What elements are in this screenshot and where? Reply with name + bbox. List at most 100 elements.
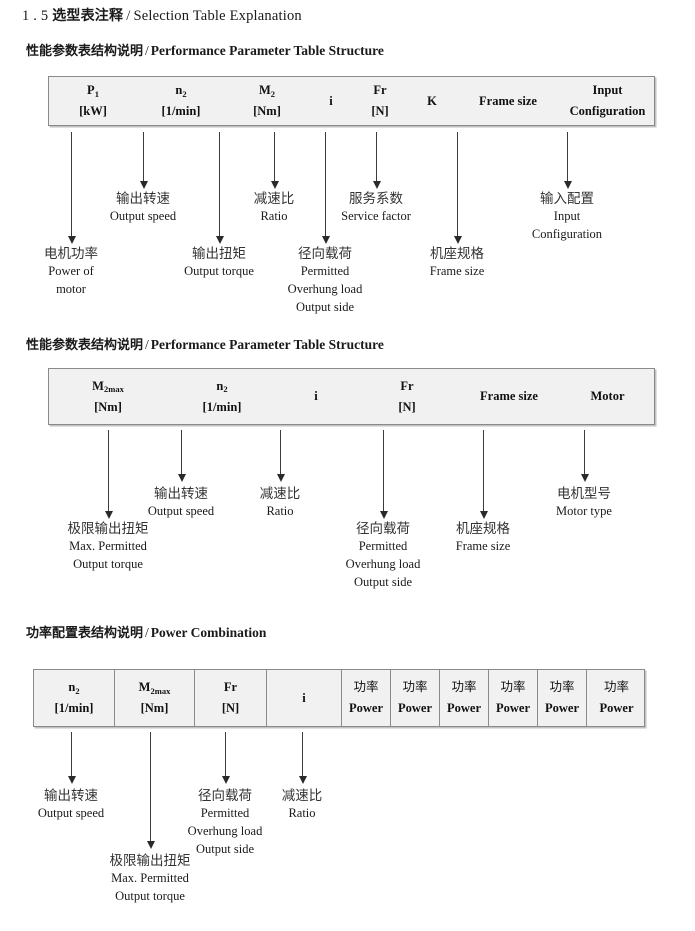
table1-col-p1: P1 [kW] xyxy=(49,77,137,125)
table3-col-power-3-en: Power xyxy=(446,701,481,715)
table3-col-power-1-cn: 功率 xyxy=(353,679,379,695)
callout-output-speed-3: 输出转速 Output speed xyxy=(38,787,104,823)
table2-col-fr-symbol: Fr xyxy=(400,378,414,393)
table2-col-fr: Fr [N] xyxy=(355,369,459,424)
callout-max-permitted-torque-3-en-2: Output torque xyxy=(115,888,185,903)
section2-heading-english: Performance Parameter Table Structure xyxy=(150,337,384,352)
table1-col-i-symbol: i xyxy=(329,93,333,108)
callout-ratio-2: 减速比 Ratio xyxy=(260,485,301,521)
table1-col-m2-unit: [Nm] xyxy=(253,104,281,118)
table2-col-motor: Motor xyxy=(559,369,656,424)
table3-col-power-6: 功率 Power xyxy=(586,670,646,726)
callout-overhung-load-3-cn: 径向载荷 xyxy=(197,788,252,804)
callout-output-torque-en: Output torque xyxy=(184,264,254,279)
callout-output-speed-1: 输出转速 Output speed xyxy=(110,190,176,226)
callout-max-permitted-torque-2-en-2: Output torque xyxy=(73,556,143,571)
table1-col-k: K xyxy=(407,77,457,125)
arrow-to-overhung-load-3 xyxy=(221,732,230,784)
callout-ratio-1-cn: 减速比 xyxy=(253,191,295,207)
title-number: 1 . 5 xyxy=(22,8,49,24)
callout-output-speed-3-en: Output speed xyxy=(37,806,105,821)
table3-col-n2: n2 [1/min] xyxy=(34,670,114,726)
table3-col-fr-unit: [N] xyxy=(221,701,240,715)
table1-col-input-label: Input xyxy=(592,83,623,98)
callout-ratio-1-en: Ratio xyxy=(260,209,288,224)
callout-max-permitted-torque-2-en-1: Max. Permitted xyxy=(69,539,147,554)
callout-frame-size-2-cn: 机座规格 xyxy=(456,521,510,537)
table2-col-fr-unit: [N] xyxy=(398,399,416,414)
callout-power-of-motor-en-2: motor xyxy=(56,281,86,296)
callout-frame-size-2: 机座规格 Frame size xyxy=(456,520,511,556)
callout-ratio-2-en: Ratio xyxy=(266,504,294,519)
section2-heading-separator: / xyxy=(145,337,149,352)
table3-col-power-3-cn: 功率 xyxy=(451,679,477,695)
table3-col-power-1: 功率 Power xyxy=(341,670,390,726)
table2-col-n2-symbol: n2 xyxy=(216,378,228,395)
callout-ratio-3: 减速比 Ratio xyxy=(282,787,323,823)
callout-overhung-load-1-cn: 径向载荷 xyxy=(297,246,352,262)
arrow-to-output-speed xyxy=(139,132,148,189)
arrow-to-ratio-3 xyxy=(298,732,307,784)
arrow-to-output-speed-2 xyxy=(177,430,186,482)
callout-overhung-load-1-en-2: Overhung load xyxy=(287,281,363,296)
arrow-to-motor-type xyxy=(580,430,589,482)
page-title: 1 . 5 选型表注释/Selection Table Explanation xyxy=(22,5,302,25)
callout-motor-type: 电机型号 Motor type xyxy=(556,485,612,521)
callout-output-torque: 输出扭矩 Output torque xyxy=(184,245,254,281)
callout-input-configuration-cn: 输入配置 xyxy=(539,191,594,207)
callout-overhung-load-2: 径向载荷 Permitted Overhung load Output side xyxy=(346,520,421,591)
callout-max-permitted-torque-3-en-1: Max. Permitted xyxy=(111,871,189,886)
callout-overhung-load-2-cn: 径向载荷 xyxy=(355,521,410,537)
arrow-to-overhung-load xyxy=(321,132,330,244)
callout-max-permitted-torque-2: 极限输出扭矩 Max. Permitted Output torque xyxy=(68,520,149,574)
callout-overhung-load-2-en-1: Permitted xyxy=(358,539,408,554)
title-english: Selection Table Explanation xyxy=(133,8,302,24)
table3-col-i: i xyxy=(266,670,341,726)
table1-col-i: i xyxy=(309,77,353,125)
callout-frame-size-2-en: Frame size xyxy=(455,539,511,554)
table3-col-power-4-en: Power xyxy=(495,701,530,715)
table2-col-frame-size: Frame size xyxy=(459,369,559,424)
table2-col-i-symbol: i xyxy=(314,389,318,404)
callout-frame-size-1-cn: 机座规格 xyxy=(430,246,484,262)
callout-max-permitted-torque-3: 极限输出扭矩 Max. Permitted Output torque xyxy=(110,852,191,906)
table1-col-fr: Fr [N] xyxy=(353,77,407,125)
callout-ratio-3-en: Ratio xyxy=(288,806,316,821)
table1-col-n2: n2 [1/min] xyxy=(137,77,225,125)
table2-col-m2max-symbol: M2max xyxy=(92,378,124,395)
section-heading-power-combination: 功率配置表结构说明/Power Combination xyxy=(26,622,266,641)
title-chinese: 选型表注释 xyxy=(52,8,124,24)
section-heading-chinese: 性能参数表结构说明 xyxy=(26,44,144,59)
callout-frame-size-1: 机座规格 Frame size xyxy=(430,245,485,281)
arrow-to-ratio-2 xyxy=(276,430,285,482)
section3-heading-english: Power Combination xyxy=(150,625,267,640)
table1-col-frame-size-label: Frame size xyxy=(479,93,537,108)
callout-overhung-load-2-en-3: Output side xyxy=(354,574,412,589)
power-combination-table: n2 [1/min] M2max [Nm] Fr [N] i 功率 Power … xyxy=(33,669,645,727)
section3-heading-separator: / xyxy=(145,625,149,640)
callout-service-factor-cn: 服务系数 xyxy=(348,191,403,207)
arrow-to-output-speed-3 xyxy=(67,732,76,784)
table3-col-power-5: 功率 Power xyxy=(537,670,586,726)
arrow-to-output-torque xyxy=(215,132,224,244)
table3-col-i-symbol: i xyxy=(302,690,306,705)
callout-power-of-motor-en-1: Power of xyxy=(48,264,94,279)
callout-output-speed-3-cn: 输出转速 xyxy=(44,788,98,804)
section-heading-performance-1: 性能参数表结构说明/Performance Parameter Table St… xyxy=(26,40,384,59)
table1-col-input-configuration: Input Configuration xyxy=(559,77,656,125)
table3-col-power-2-en: Power xyxy=(397,701,432,715)
callout-overhung-load-1-en-3: Output side xyxy=(296,299,354,314)
callout-max-permitted-torque-3-cn: 极限输出扭矩 xyxy=(109,853,191,869)
title-separator: / xyxy=(126,8,131,24)
callout-overhung-load-3-en-3: Output side xyxy=(196,841,254,856)
table2-col-m2max-unit: [Nm] xyxy=(94,399,122,414)
arrow-to-max-permitted-torque-3 xyxy=(146,732,155,849)
callout-output-speed-2-en: Output speed xyxy=(147,504,215,519)
callout-overhung-load-1-en-1: Permitted xyxy=(300,264,350,279)
callout-output-speed-1-en: Output speed xyxy=(109,209,177,224)
table3-col-m2max: M2max [Nm] xyxy=(114,670,194,726)
table2-col-n2-unit: [1/min] xyxy=(202,399,242,414)
table2-col-motor-label: Motor xyxy=(590,389,625,404)
table1-col-n2-unit: [1/min] xyxy=(161,104,201,118)
callout-output-speed-2: 输出转速 Output speed xyxy=(148,485,214,521)
